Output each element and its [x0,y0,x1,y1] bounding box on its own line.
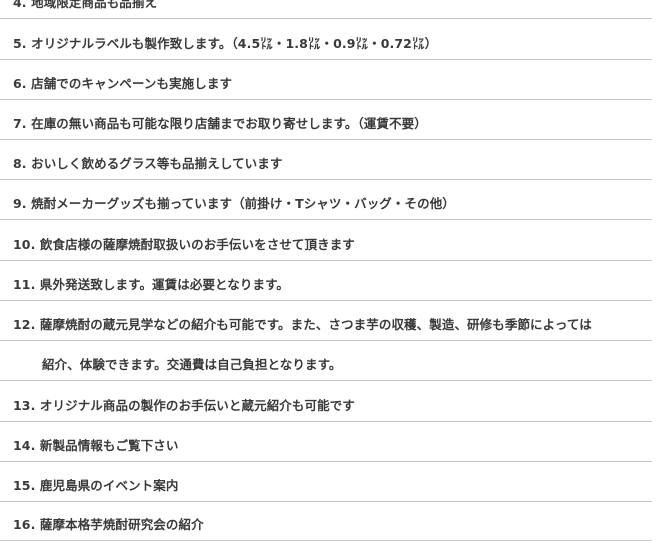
list-item-14: 14. 新製品情報もご覧下さい [0,422,652,462]
list-item-6: 6. 店舗でのキャンペーンも実施します [0,60,652,100]
list-item-text: 15. 鹿児島県のイベント案内 [13,478,179,493]
list-item-text: 14. 新製品情報もご覧下さい [13,438,179,453]
list-item-4: 4. 地域限定商品も品揃え [0,0,652,19]
list-item-text: 13. オリジナル商品の製作のお手伝いと蔵元紹介も可能です [13,398,355,413]
list-item-8: 8. おいしく飲めるグラス等も品揃えしています [0,140,652,180]
list-item-text: 8. おいしく飲めるグラス等も品揃えしています [13,156,283,171]
list-item-text: 5. オリジナルラベルも製作致します。（4.5㍑・1.8㍑・0.9㍑・0.72㍑… [13,36,438,51]
list-item-text: 紹介、体験できます。交通費は自己負担となります。 [42,357,342,372]
list-item-text: 6. 店舗でのキャンペーンも実施します [13,76,233,91]
list-item-text: 11. 県外発送致します。運賃は必要となります。 [13,277,290,292]
list-item-16: 16. 薩摩本格芋焼酎研究会の紹介 [0,501,652,541]
list-item-5: 5. オリジナルラベルも製作致します。（4.5㍑・1.8㍑・0.9㍑・0.72㍑… [0,20,652,60]
list-item-text: 12. 薩摩焼酎の蔵元見学などの紹介も可能です。また、さつま芋の収穫、製造、研修… [13,317,592,332]
list-item-12-continued: 紹介、体験できます。交通費は自己負担となります。 [0,341,652,381]
list-item-text: 10. 飲食店様の薩摩焼酎取扱いのお手伝いをさせて頂きます [13,237,355,252]
list-item-9: 9. 焼酎メーカーグッズも揃っています（前掛け・Tシャツ・バッグ・その他） [0,180,652,220]
list-item-text: 4. 地域限定商品も品揃え [13,0,158,10]
list-item-text: 9. 焼酎メーカーグッズも揃っています（前掛け・Tシャツ・バッグ・その他） [13,196,455,211]
list-item-10: 10. 飲食店様の薩摩焼酎取扱いのお手伝いをさせて頂きます [0,221,652,261]
list-item-11: 11. 県外発送致します。運賃は必要となります。 [0,261,652,301]
list-item-7: 7. 在庫の無い商品も可能な限り店舗までお取り寄せします。（運賃不要） [0,100,652,140]
list-item-13: 13. オリジナル商品の製作のお手伝いと蔵元紹介も可能です [0,382,652,422]
list-item-text: 16. 薩摩本格芋焼酎研究会の紹介 [13,517,204,532]
list-item-12: 12. 薩摩焼酎の蔵元見学などの紹介も可能です。また、さつま芋の収穫、製造、研修… [0,301,652,341]
list-item-text: 7. 在庫の無い商品も可能な限り店舗までお取り寄せします。（運賃不要） [13,116,427,131]
list-item-15: 15. 鹿児島県のイベント案内 [0,462,652,502]
